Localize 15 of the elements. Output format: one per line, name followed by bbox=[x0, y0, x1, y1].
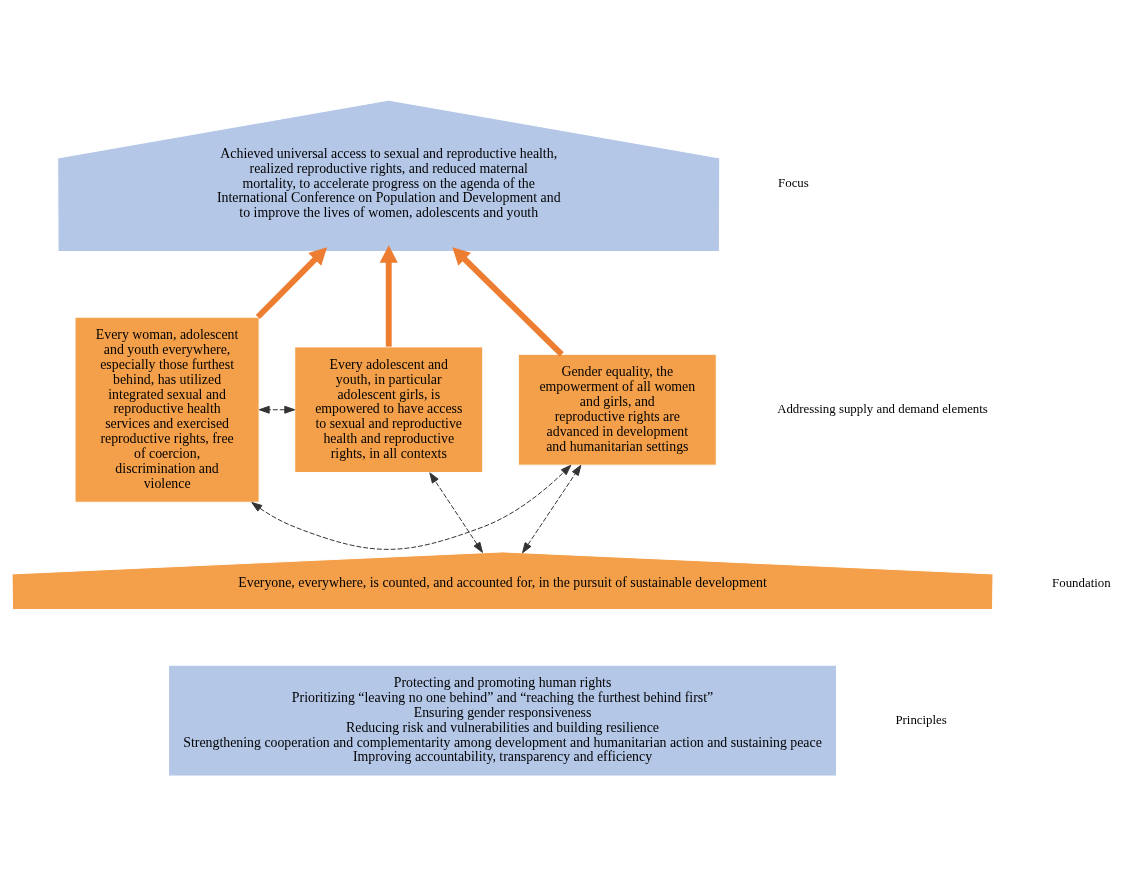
arrow bbox=[255, 246, 327, 319]
arrow bbox=[258, 405, 296, 414]
arrow bbox=[251, 464, 572, 550]
label: Addressing supply and demand elements bbox=[777, 401, 988, 416]
arrow bbox=[522, 464, 582, 553]
arrow bbox=[452, 246, 564, 356]
arrow bbox=[379, 244, 398, 347]
label: Focus bbox=[778, 175, 809, 190]
label: Foundation bbox=[1052, 575, 1111, 590]
arrow bbox=[429, 471, 483, 553]
node-box: Every adolescent and youth, in particular adolescent girls, is empowered to have access to sexual and reproductive health and reproductive rights, in all contexts bbox=[294, 345, 484, 473]
node-box: Protecting and promoting human rights Prioritizing “leaving no one behind” and “reaching the furthest behind first” Ensuring gender responsiveness Reducing risk and vulnerabilities and building resilience Strengthening cooperation and complementarity among development and humanitarian action and sustaining peace Improving accountability, transparency and efficiency bbox=[168, 664, 837, 777]
label: Principles bbox=[895, 712, 947, 727]
node-box: Gender equality, the empowerment of all women and girls, and reproductive rights are advanced in development and humanitarian settings bbox=[517, 353, 717, 466]
node-box: Every woman, adolescent and youth everywhere, especially those furthest behind, has utilized integrated sexual and reproductive health services and exercised reproductive rights, free of coercion, discrimination and violence bbox=[74, 316, 260, 503]
